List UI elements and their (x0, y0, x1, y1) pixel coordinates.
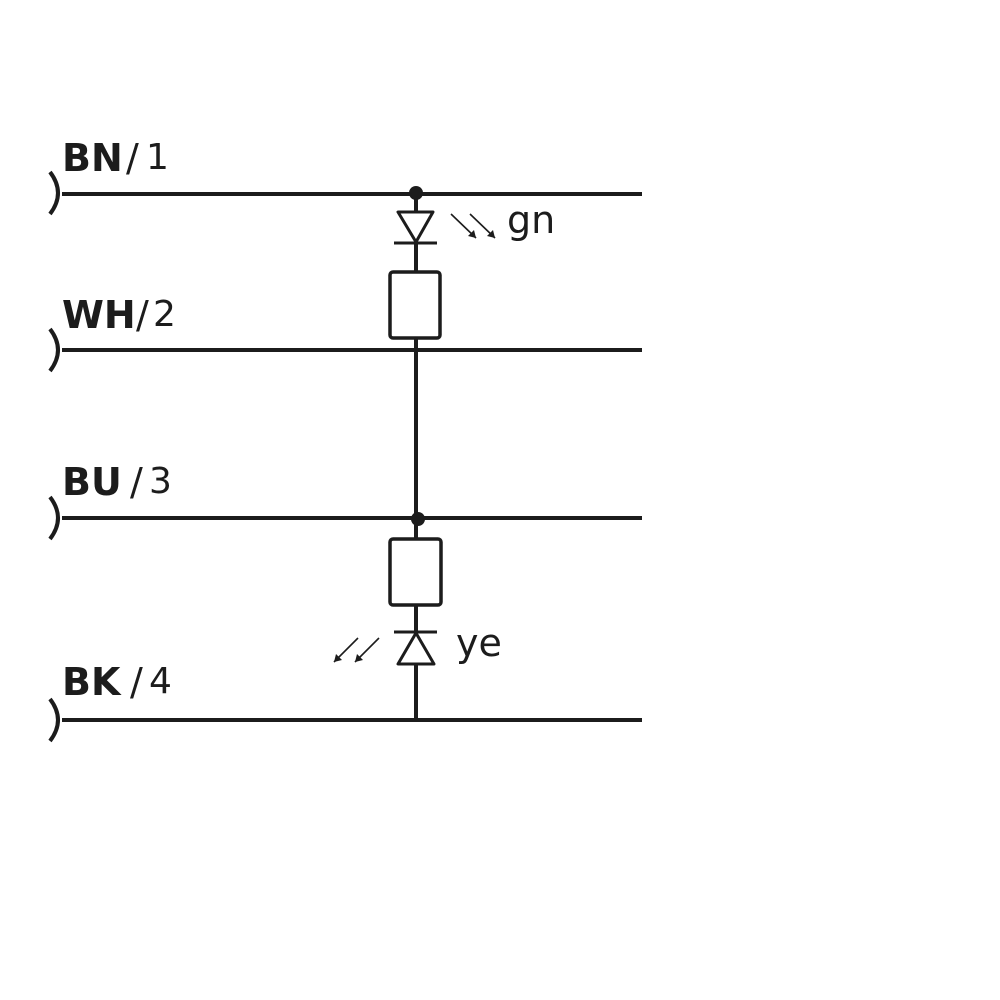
junction-dot-3 (411, 512, 425, 526)
junction-dot-1 (409, 186, 423, 200)
wire-slash-2: / (136, 293, 149, 337)
wire-pin-2: 2 (153, 294, 176, 335)
led-upper-emission-arrows-icon (450, 213, 496, 239)
led-lower-emission-arrows-icon (333, 637, 380, 663)
wire-slash-1: / (126, 136, 139, 180)
resistor-lower (388, 537, 443, 607)
led-upper-color-label: gn (507, 198, 555, 242)
wire-code-4: BK (62, 660, 122, 704)
wire-slash-4: / (130, 660, 143, 704)
resistor-upper (388, 270, 442, 340)
led-lower-diode-icon (396, 631, 436, 666)
wire-slash-3: / (130, 460, 143, 504)
wire-2: WH / 2 (48, 293, 642, 373)
wire-code-3: BU (62, 460, 122, 504)
wire-4: BK / 4 (48, 660, 642, 743)
wire-pin-1: 1 (146, 137, 169, 178)
wire-3: BU / 3 (48, 460, 642, 541)
led-lower: ye (333, 621, 502, 666)
led-lower-color-label: ye (456, 621, 502, 665)
wire-1: BN / 1 (48, 136, 642, 216)
wire-code-2: WH (62, 293, 136, 337)
led-upper-diode-icon (396, 210, 435, 244)
connector-arc-2 (48, 327, 60, 373)
wire-code-1: BN (62, 136, 123, 180)
led-upper: gn (394, 198, 555, 245)
connector-arc-1 (48, 170, 60, 216)
connector-arc-4 (48, 697, 60, 743)
wire-pin-3: 3 (149, 461, 172, 502)
connector-arc-3 (48, 495, 60, 541)
wire-pin-4: 4 (149, 661, 172, 702)
